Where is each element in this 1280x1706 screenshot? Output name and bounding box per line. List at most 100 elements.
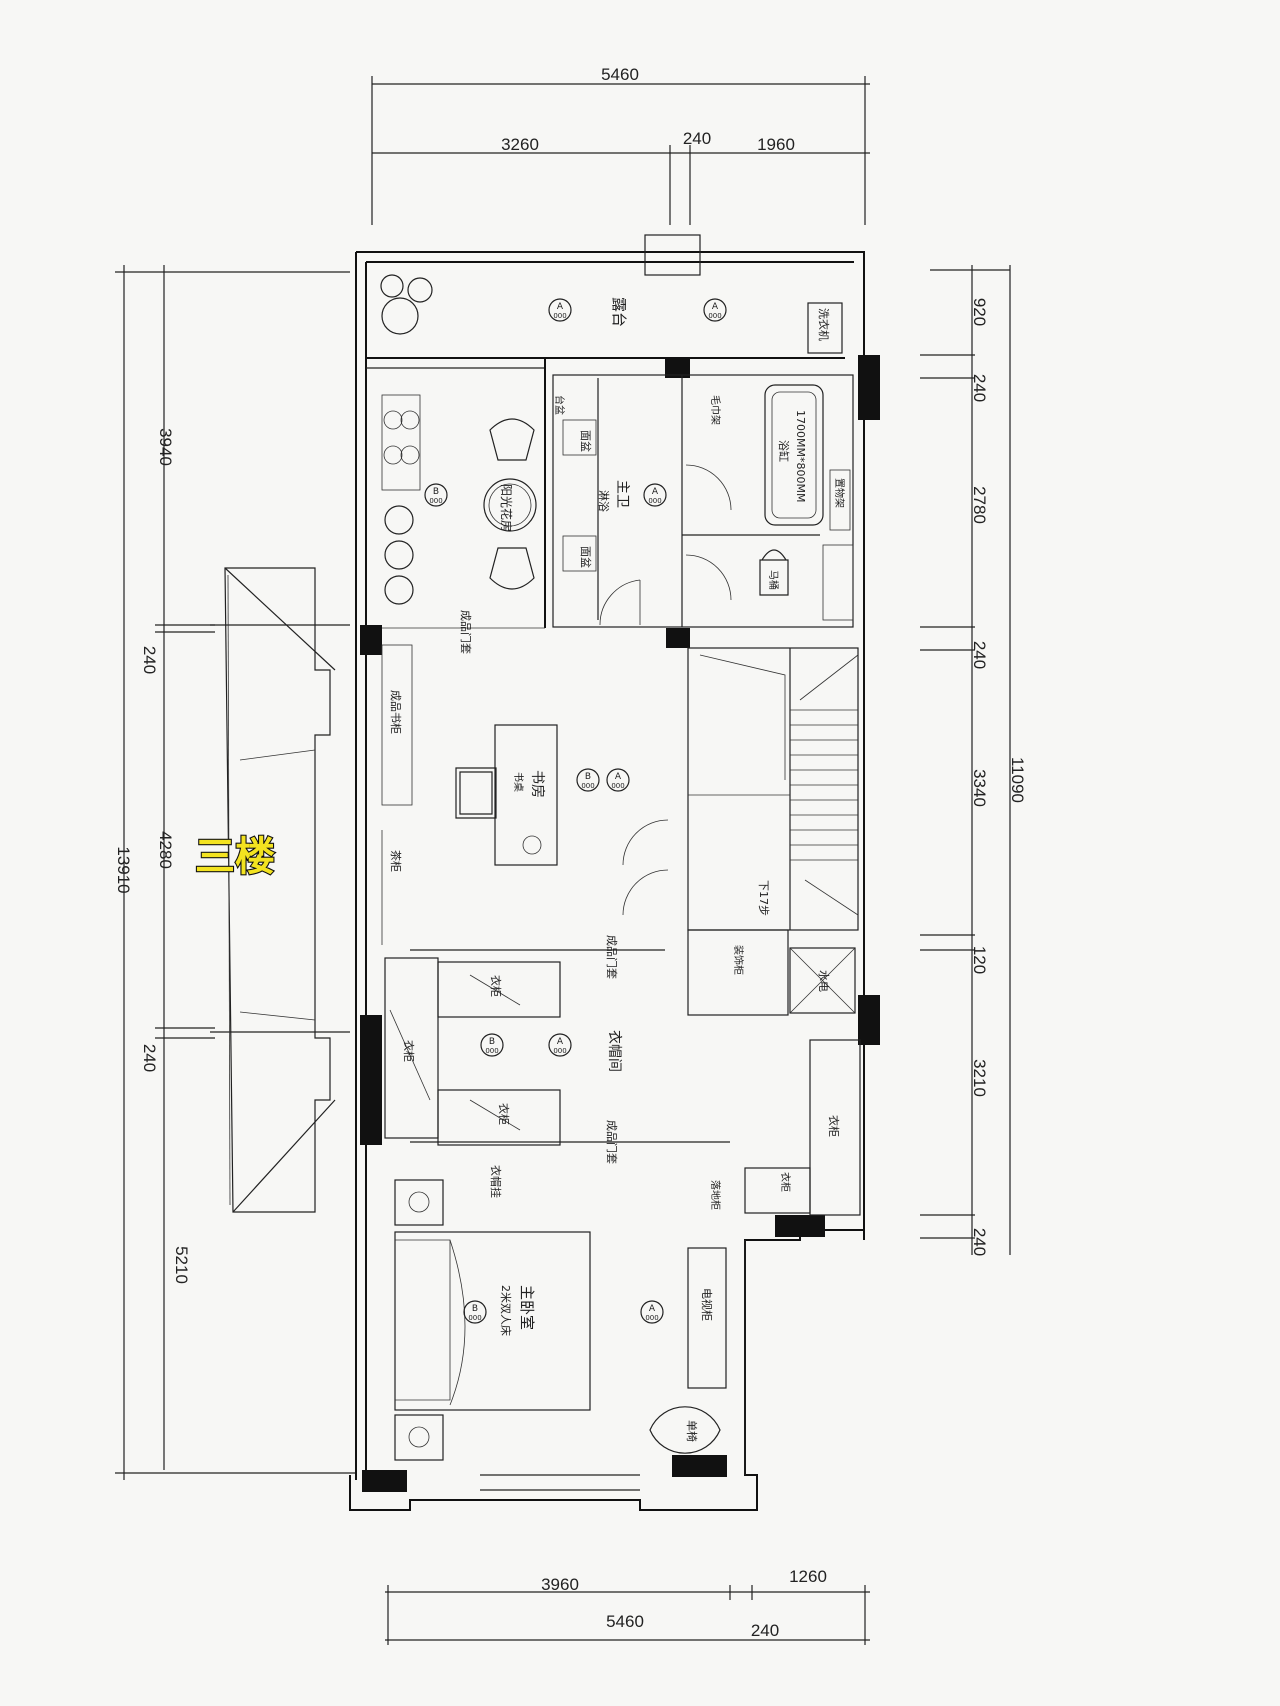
svg-text:B: B [585, 772, 591, 782]
label-clothes-rail: 衣帽挂 [489, 1165, 503, 1198]
label-floor-cabinet: 落地柜 [709, 1180, 722, 1210]
dim-bottom-total: 5460 [606, 1612, 644, 1631]
dim-right-8: 240 [970, 1228, 989, 1256]
dim-top-mid: 240 [683, 129, 711, 148]
label-stairs-down: 下17步 [757, 880, 770, 916]
dim-top-total: 5460 [601, 65, 639, 84]
cloakroom: 衣柜 衣柜 衣柜 衣帽间 成品门套 衣柜 衣柜 落地柜 [384, 957, 861, 1216]
study-room: 成品书柜 书房 书桌 茶柜 成品门套 [381, 644, 669, 979]
dim-bottom-right: 1260 [789, 1567, 827, 1586]
sunroom: 阳光花房 成品门套 [381, 358, 546, 654]
svg-text:000: 000 [611, 782, 624, 790]
dim-left-2: 240 [140, 646, 159, 674]
dimension-lines [115, 76, 1011, 1645]
dim-bottom-mid: 240 [751, 1621, 779, 1640]
svg-text:A: A [712, 302, 719, 312]
label-desk: 书桌 [512, 772, 525, 792]
master-bathroom: 面盆 面盆 台盆 主卫 淋浴 1700MM*800MM 浴缸 毛巾架 置物架 马… [552, 374, 854, 628]
dim-right-3: 2780 [970, 486, 989, 524]
label-basin-2: 面盆 [579, 546, 593, 568]
dim-left-1: 3940 [156, 428, 175, 466]
dim-left-3: 4280 [156, 831, 175, 869]
label-toilet: 马桶 [767, 570, 780, 590]
svg-text:000: 000 [708, 312, 721, 320]
dim-right-6: 120 [970, 946, 989, 974]
label-tea-cabinet: 茶柜 [389, 850, 402, 872]
label-vanity: 台盆 [553, 395, 566, 415]
dim-right-7: 3210 [970, 1059, 989, 1097]
dim-top-left: 3260 [501, 135, 539, 154]
label-water-elec: 水电 [817, 970, 830, 992]
label-bookshelf: 成品书柜 [389, 690, 402, 734]
floor-title: 三楼 [195, 834, 275, 880]
label-sunroom: 阳光花房 [499, 484, 514, 532]
svg-text:000: 000 [553, 312, 566, 320]
label-double-bed: 2米双人床 [499, 1285, 513, 1336]
roof-outline [224, 567, 336, 1213]
dim-left-5: 5210 [172, 1246, 191, 1284]
svg-text:B: B [433, 487, 439, 497]
label-washer: 洗衣机 [817, 308, 831, 341]
staircase: 下17步 装饰柜 水电 [687, 647, 859, 1016]
dimension-labels: 5460 3260 240 1960 13910 3940 240 4280 2… [114, 65, 1027, 1640]
label-door-frame-3: 成品门套 [605, 1120, 619, 1164]
label-bathtub-size: 1700MM*800MM [794, 410, 807, 502]
svg-text:B: B [489, 1037, 495, 1047]
dim-right-1: 920 [970, 298, 989, 326]
svg-text:A: A [557, 1037, 564, 1047]
label-shower: 淋浴 [597, 490, 610, 512]
svg-text:000: 000 [485, 1047, 498, 1055]
label-wardrobe-1: 衣柜 [402, 1040, 416, 1062]
exterior-walls [349, 234, 880, 1511]
label-wardrobe-2: 衣柜 [489, 975, 503, 997]
label-towel: 毛巾架 [709, 395, 722, 425]
label-wardrobe-5: 衣柜 [779, 1172, 792, 1192]
svg-text:A: A [557, 302, 564, 312]
dim-right-4: 240 [970, 641, 989, 669]
dim-right-total: 11090 [1008, 757, 1027, 803]
dim-left-4: 240 [140, 1044, 159, 1072]
svg-text:A: A [652, 487, 659, 497]
label-wardrobe-4: 衣柜 [827, 1115, 841, 1137]
label-master-bedroom: 主卧室 [518, 1285, 536, 1330]
svg-text:B: B [472, 1304, 478, 1314]
label-terrace: 露台 [610, 297, 628, 327]
dim-right-2: 240 [970, 374, 989, 402]
dim-left-total: 13910 [114, 846, 133, 893]
label-basin-1: 面盆 [579, 430, 593, 452]
svg-text:A: A [649, 1304, 656, 1314]
label-lounge-chair: 单椅 [685, 1420, 699, 1442]
label-tv-cabinet: 电视柜 [700, 1288, 714, 1321]
label-deco-cabinet: 装饰柜 [732, 945, 745, 975]
label-study: 书房 [529, 770, 545, 798]
svg-text:000: 000 [553, 1047, 566, 1055]
label-cloakroom: 衣帽间 [606, 1030, 622, 1072]
svg-text:000: 000 [648, 497, 661, 505]
master-bedroom: 衣帽挂 主卧室 2米双人床 电视柜 单椅 [394, 1165, 746, 1475]
dim-top-right: 1960 [757, 135, 795, 154]
svg-text:000: 000 [645, 1314, 658, 1322]
svg-text:000: 000 [468, 1314, 481, 1322]
label-door-frame-2: 成品门套 [605, 935, 619, 979]
dim-right-5: 3340 [970, 769, 989, 807]
label-wardrobe-3: 衣柜 [497, 1103, 511, 1125]
dim-bottom-left: 3960 [541, 1575, 579, 1594]
label-master-bath: 主卫 [614, 480, 630, 508]
svg-text:000: 000 [581, 782, 594, 790]
svg-text:A: A [615, 772, 622, 782]
label-door-frame-1: 成品门套 [459, 610, 473, 654]
svg-text:000: 000 [429, 497, 442, 505]
label-bathtub: 浴缸 [777, 440, 791, 462]
